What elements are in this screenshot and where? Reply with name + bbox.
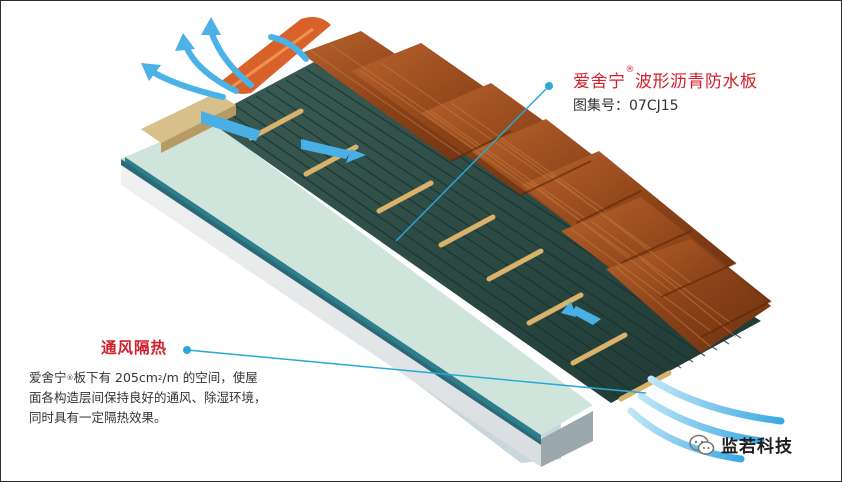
description-line-2: 面各构造层间保持良好的通风、除湿环境， <box>29 390 267 405</box>
ventilation-title: 通风隔热 <box>101 339 168 357</box>
brand-logo: 监若科技 <box>689 432 793 457</box>
product-title: 爱舍宁®波形沥青防水板 <box>573 65 758 92</box>
description-line-3: 同时具有一定隔热效果。 <box>29 410 167 425</box>
description-line-1: 爱舍宁®板下有 205cm2/m 的空间，使屋 <box>29 368 329 388</box>
airflow-arrows-ridge <box>148 28 309 100</box>
airflow-arrows-under-sheet <box>201 111 601 325</box>
leader-line-product <box>395 82 553 242</box>
wechat-logo-icon <box>689 434 715 455</box>
insulation-board <box>125 121 593 441</box>
description-line-1-middle: 板下有 205cm <box>73 370 158 385</box>
brand-name: 监若科技 <box>721 437 793 457</box>
clay-tiles <box>301 31 772 353</box>
description-product-name: 爱舍宁 <box>29 370 67 385</box>
airflow-arrows-eave <box>627 375 785 463</box>
description-superscript: 2 <box>157 374 163 382</box>
description-registered-mark: ® <box>66 374 74 382</box>
product-name-suffix: 波形沥青防水板 <box>635 72 758 92</box>
airflow-arrowheads-ridge <box>141 17 221 81</box>
registered-mark: ® <box>625 65 635 75</box>
atlas-number: 图集号：07CJ15 <box>573 98 679 114</box>
description-line-1-end: /m 的空间，使屋 <box>162 370 258 385</box>
product-name: 爱舍宁 <box>573 72 626 92</box>
leader-line-ventilation <box>183 346 647 394</box>
ventilation-description: 爱舍宁®板下有 205cm2/m 的空间，使屋 面各构造层间保持良好的通风、除湿… <box>29 368 329 428</box>
